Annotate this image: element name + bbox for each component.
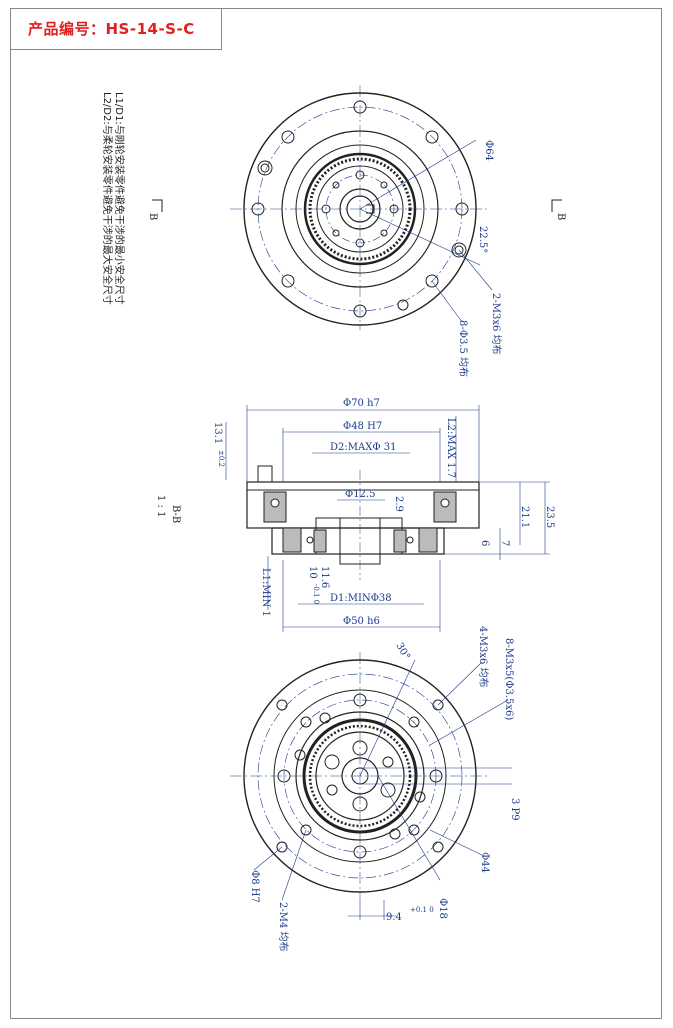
dim-dia-44: Φ44: [479, 852, 490, 873]
section-view: [225, 405, 550, 632]
dim-angle-30: 30°: [393, 641, 411, 662]
dim-3-p9: 3 P9: [509, 798, 520, 821]
dim-angle-22-5: 22.5°: [477, 226, 488, 253]
note-line-1: L1/D1:与刚轮安装零件避免干涉的最小安全尺寸: [113, 92, 126, 305]
dim-8-holes: 8-Φ3.5 均布: [457, 320, 469, 377]
dim-23-5: 23.5: [544, 506, 555, 528]
dim-l2: L2:MAX 1.7: [445, 418, 456, 478]
dim-dia-48: Φ48 H7: [343, 421, 382, 432]
dim-6: 6: [479, 540, 490, 546]
section-marker-right: B: [555, 213, 566, 220]
dim-dia-18: Φ18: [437, 898, 448, 919]
tol-10: -0.1 0: [312, 584, 320, 604]
dim-11-6: 11.6: [319, 566, 330, 588]
dim-dia-12-5: Φ12.5: [345, 489, 375, 500]
dim-21-1: 21.1: [519, 506, 530, 528]
dim-l1: L1:MIN 1: [260, 568, 271, 617]
dim-dia-64: Φ64: [483, 140, 494, 161]
section-scale: 1 : 1: [155, 495, 166, 517]
title-box: [10, 8, 222, 50]
top-view: [152, 85, 562, 330]
dim-10: 10: [307, 566, 318, 579]
dim-2-9: 2.9: [393, 496, 404, 512]
dim-dia-70: Φ70 h7: [343, 398, 380, 409]
notes: L1/D1:与刚轮安装零件避免干涉的最小安全尺寸 L2/D2:与柔轮安装零件避免…: [101, 92, 126, 305]
section-marker-left: B: [147, 213, 158, 220]
tol-13-1: ±0.2: [217, 450, 225, 467]
dim-2-m4: 2-M4 均布: [277, 902, 289, 952]
dim-d1: D1:MINΦ38: [330, 593, 392, 604]
dim-dia-8: Φ8 H7: [249, 870, 260, 903]
bottom-outer-holes: [276, 699, 444, 853]
dim-dia-50: Φ50 h6: [343, 616, 380, 627]
dim-d2: D2:MAXΦ 31: [330, 442, 396, 453]
dim-7: 7: [499, 540, 510, 546]
tol-9-4: +0.1 0: [410, 906, 434, 914]
dim-2-m3x6: 2-M3x6 均布: [490, 293, 502, 355]
dim-8-m3x5: 8-M3x5(Φ3.5x6): [503, 638, 514, 720]
dim-13-1: 13.1: [212, 422, 223, 444]
section-label: B-B: [170, 505, 181, 523]
note-line-2: L2/D2:与柔轮安装零件避免干涉的最大安全尺寸: [101, 92, 114, 305]
product-number-title: 产品编号：HS-14-S-C: [28, 20, 195, 38]
bottom-view: [230, 652, 512, 920]
drawing-frame: [10, 8, 662, 1019]
dim-9-4: 9.4: [386, 912, 402, 923]
dim-4-m3x6: 4-M3x6 均布: [477, 626, 489, 688]
